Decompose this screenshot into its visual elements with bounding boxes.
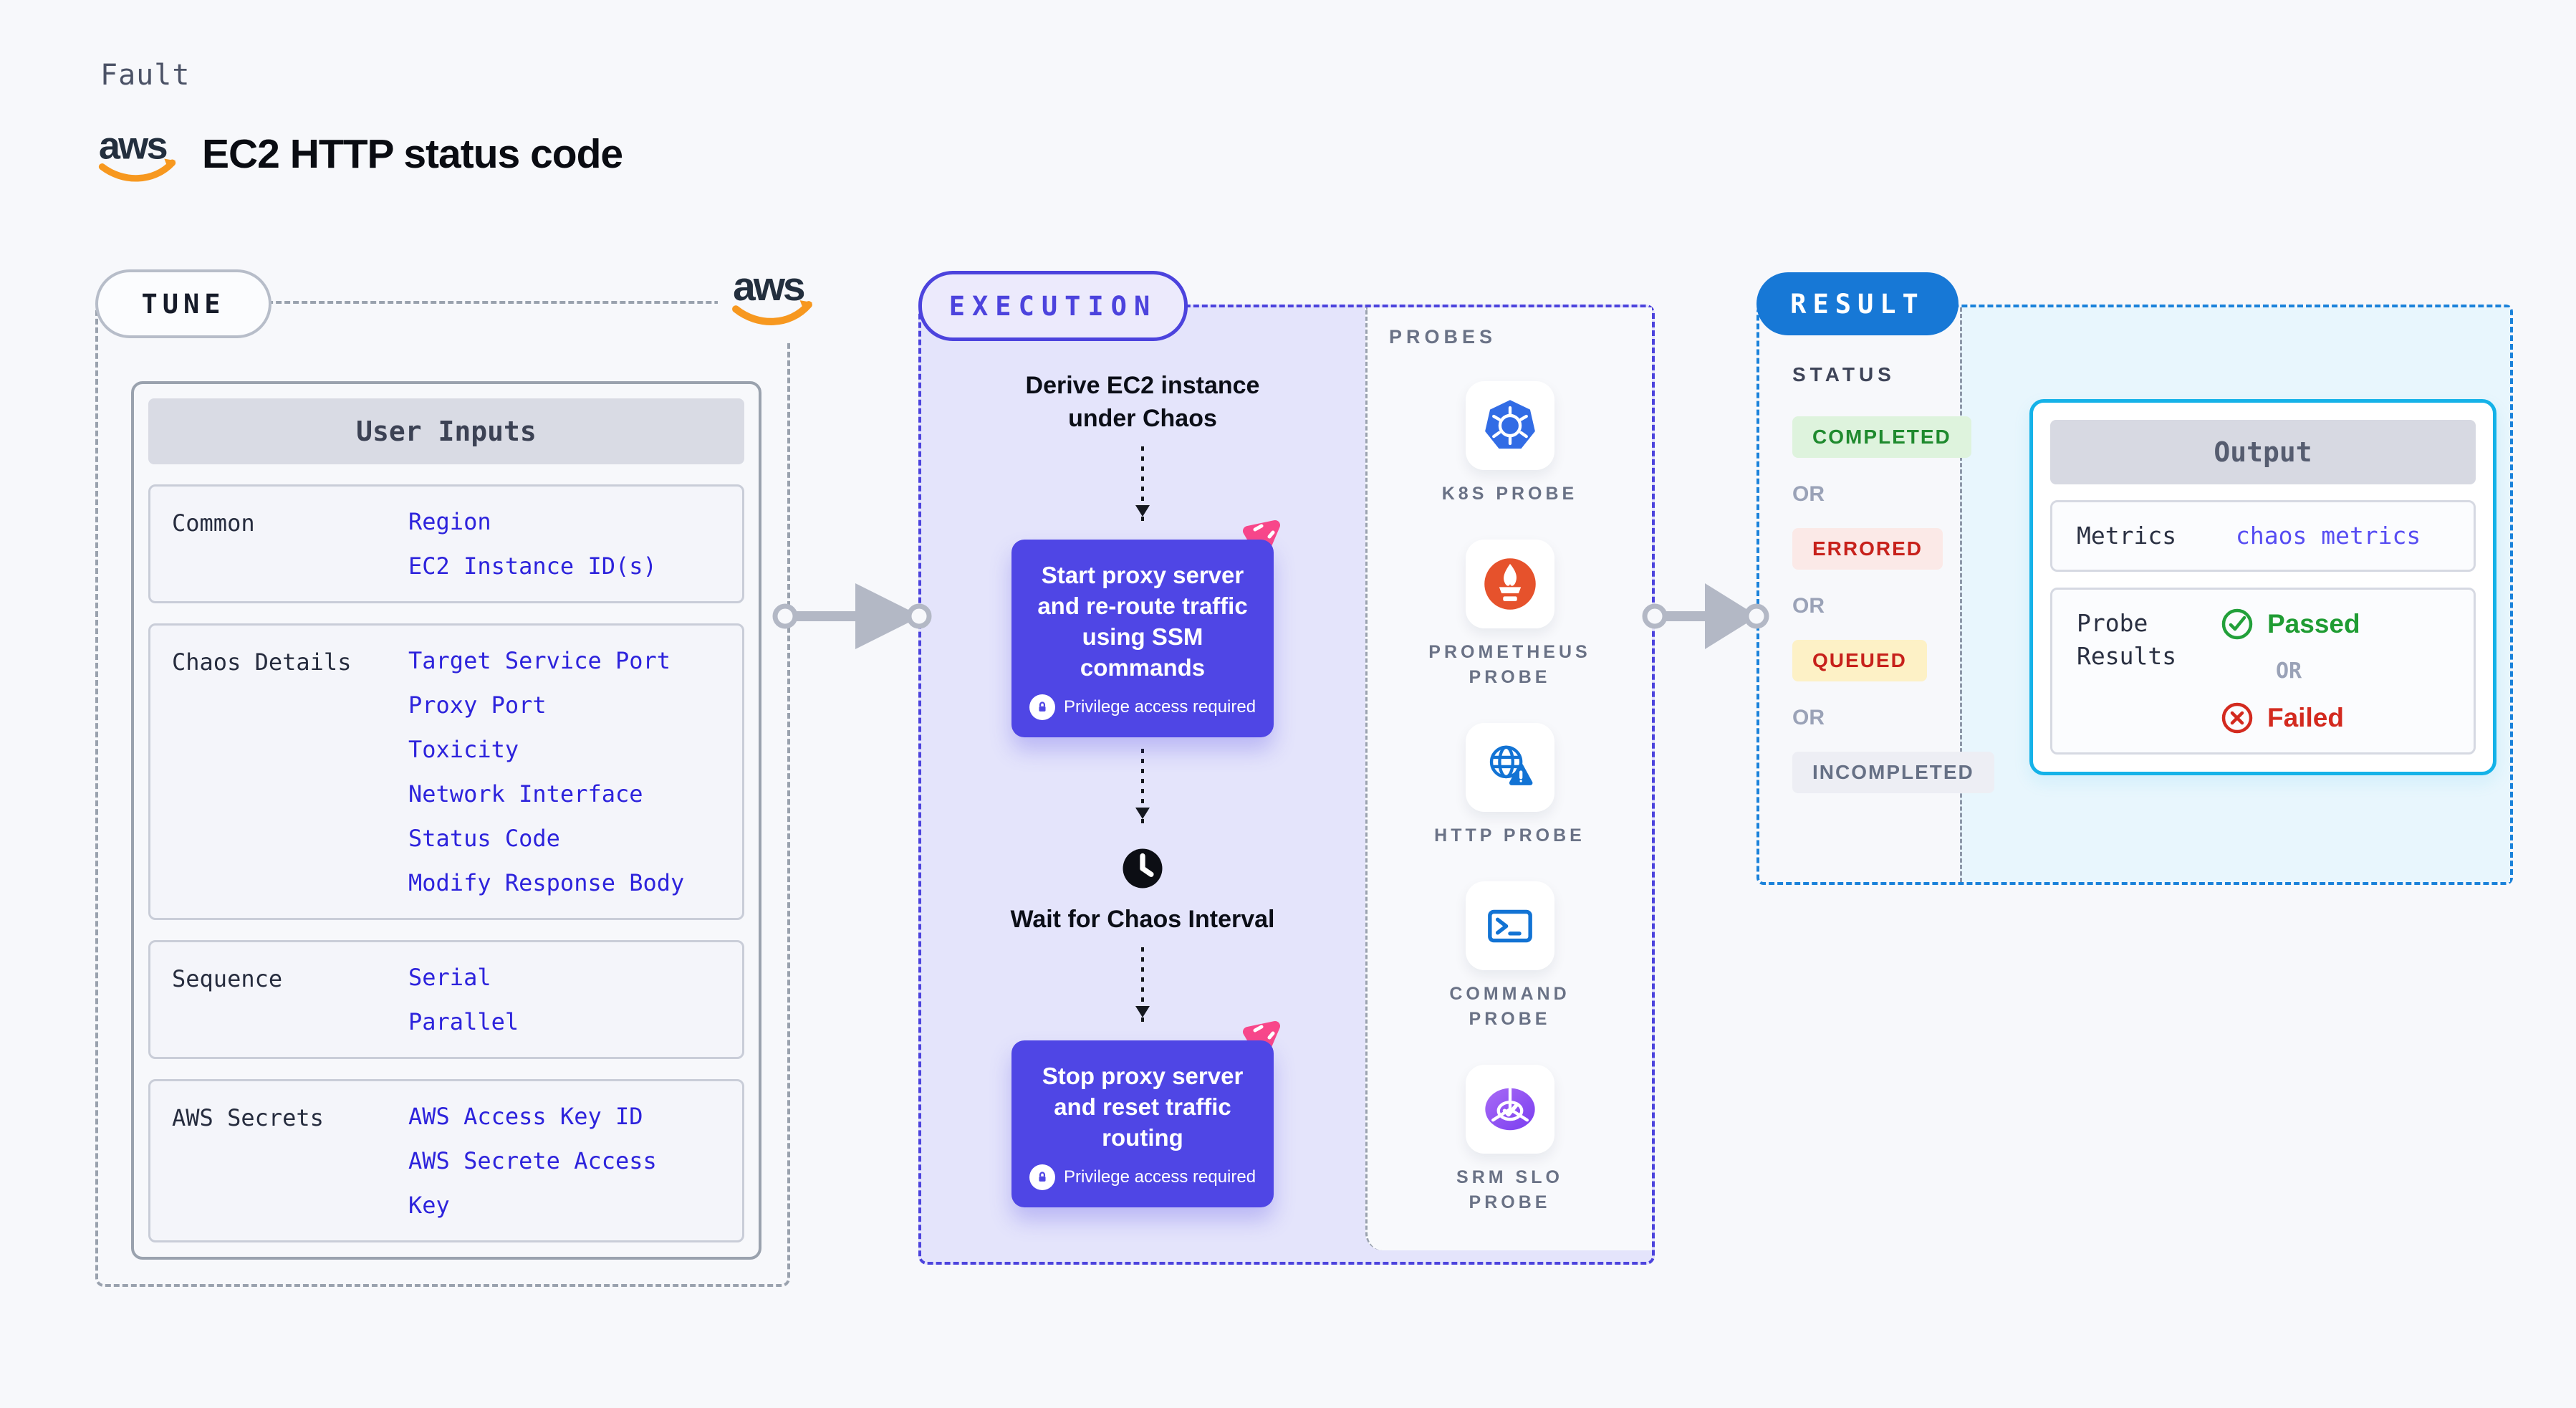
privilege-badge: Privilege access required [1029,694,1256,720]
dotted-arrow-down-icon [1135,446,1150,521]
user-inputs-title: User Inputs [148,398,744,464]
input-link[interactable]: AWS Access Key ID [408,1103,643,1130]
lock-icon [1029,1164,1055,1190]
status-badge-errored: ERRORED [1792,528,1943,570]
start-proxy-node: Start proxy server and re-route traffic … [1011,540,1274,737]
page-title: EC2 HTTP status code [202,131,623,177]
derive-step-label: Derive EC2 instance under Chaos [1025,372,1260,432]
svg-text:aws: aws [99,125,167,168]
dotted-arrow-down-icon [1135,749,1150,823]
input-link[interactable]: Modify Response Body [408,869,685,896]
input-link[interactable]: Parallel [408,1008,519,1035]
probe-label: PROMETHEUS PROBE [1428,642,1591,687]
row-label: Common [172,509,255,537]
status-column: STATUS COMPLETED OR ERRORED OR QUEUED OR… [1792,363,1994,793]
status-badge-completed: COMPLETED [1792,416,1971,458]
table-row-common: Common Region EC2 Instance ID(s) [148,484,744,603]
http-globe-warning-icon [1465,723,1554,812]
wait-clock-icon [1119,845,1166,896]
result-pill: RESULT [1756,272,1959,335]
user-inputs-card: User Inputs Common Region EC2 Instance I… [131,381,761,1260]
probe-label: COMMAND PROBE [1449,984,1570,1029]
row-label: Chaos Details [172,648,352,676]
probe-results-row: Probe Results Passed OR [2050,588,2476,755]
probes-title: PROBES [1389,326,1497,348]
probe-label: HTTP PROBE [1434,825,1585,846]
failed-line: Failed [2220,701,2360,735]
stop-proxy-node: Stop proxy server and reset traffic rout… [1011,1040,1274,1207]
kubernetes-icon [1465,381,1554,470]
or-label: OR [2276,658,2302,684]
input-link[interactable]: Network Interface [408,780,643,808]
start-proxy-node-wrap: Start proxy server and re-route traffic … [1011,520,1280,737]
dotted-arrow-down-icon [1135,947,1150,1022]
probe-label: SRM SLO PROBE [1456,1167,1563,1212]
prometheus-icon [1465,540,1554,628]
row-label: Sequence [172,965,283,992]
input-link[interactable]: Region [408,508,491,535]
wait-step-label: Wait for Chaos Interval [1010,906,1275,933]
flow-arrow-execution-to-result [1642,583,1769,649]
aws-corner-badge: aws [718,252,827,341]
probe-item-k8s: K8S PROBE [1421,381,1600,507]
probe-item-srm-slo: SRM SLO PROBE [1421,1065,1600,1215]
input-link[interactable]: Toxicity [408,736,519,763]
result-output-area: Output Metrics chaos metrics Probe Resul… [1960,307,2510,882]
or-label: OR [1792,482,1825,506]
result-section: Output Metrics chaos metrics Probe Resul… [1756,305,2513,885]
fault-eyebrow: Fault [100,59,191,92]
terminal-icon [1465,881,1554,970]
probes-panel: PROBES [1365,307,1652,1250]
or-label: OR [1792,594,1825,618]
table-row-aws-secrets: AWS Secrets AWS Access Key ID AWS Secret… [148,1079,744,1242]
probe-item-command: COMMAND PROBE [1421,881,1600,1032]
metrics-label: Metrics [2077,522,2177,550]
execution-pill: EXECUTION [918,271,1188,341]
passed-label: Passed [2267,609,2360,638]
stop-proxy-label: Stop proxy server and reset traffic rout… [1042,1063,1244,1151]
input-link[interactable]: Proxy Port [408,691,547,719]
status-title: STATUS [1792,363,1895,385]
output-card: Output Metrics chaos metrics Probe Resul… [2029,399,2496,775]
privilege-label: Privilege access required [1063,1167,1256,1187]
input-link[interactable]: Status Code [408,825,560,852]
tune-pill: TUNE [95,269,271,338]
input-link[interactable]: Target Service Port [408,647,671,674]
svg-text:aws: aws [733,264,804,310]
stop-proxy-node-wrap: Stop proxy server and reset traffic rout… [1011,1021,1280,1207]
aws-logo-icon: aws [98,125,176,182]
probe-results-label: Probe Results [2077,609,2177,670]
input-link[interactable]: AWS Secrete Access Key [408,1147,657,1219]
lock-icon [1029,694,1055,720]
x-circle-icon [2221,702,2253,734]
input-link[interactable]: EC2 Instance ID(s) [408,552,657,580]
metrics-value-link[interactable]: chaos metrics [2236,522,2421,550]
page-header: aws EC2 HTTP status code [97,120,623,188]
passed-line: Passed [2220,607,2360,641]
metrics-row: Metrics chaos metrics [2050,500,2476,572]
status-badge-incompleted: INCOMPLETED [1792,752,1994,793]
flow-arrow-tune-to-execution [772,583,932,649]
probe-item-prometheus: PROMETHEUS PROBE [1421,540,1600,690]
probe-item-http: HTTP PROBE [1421,723,1600,848]
table-row-chaos-details: Chaos Details Target Service Port Proxy … [148,623,744,920]
or-label: OR [1792,706,1825,729]
tune-section [95,301,790,1287]
table-row-sequence: Sequence Serial Parallel [148,940,744,1059]
privilege-badge: Privilege access required [1029,1164,1256,1190]
start-proxy-label: Start proxy server and re-route traffic … [1037,562,1248,681]
failed-label: Failed [2267,703,2344,732]
check-circle-icon [2221,608,2253,640]
aws-logo-icon: aws [732,264,812,325]
privilege-label: Privilege access required [1063,697,1256,717]
output-title: Output [2050,420,2476,484]
execution-section: Derive EC2 instance under Chaos Start pr… [918,305,1655,1265]
srm-slo-donut-icon [1465,1065,1554,1154]
status-badge-queued: QUEUED [1792,640,1927,681]
probe-label: K8S PROBE [1441,484,1578,504]
row-label: AWS Secrets [172,1104,324,1131]
execution-flow: Derive EC2 instance under Chaos Start pr… [921,307,1364,1207]
input-link[interactable]: Serial [408,964,491,991]
